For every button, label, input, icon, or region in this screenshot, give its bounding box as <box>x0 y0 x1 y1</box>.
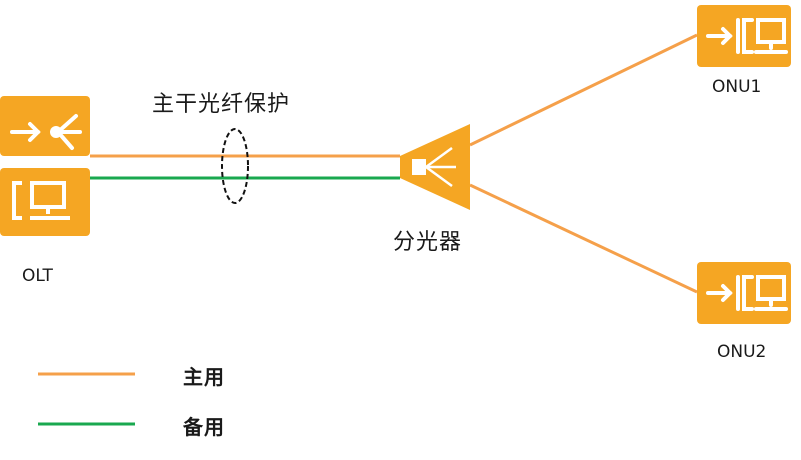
splitter-to-onu2-link <box>469 183 698 294</box>
splitter-to-onu1-link <box>469 33 698 147</box>
splitter-label: 分光器 <box>393 230 463 255</box>
olt-label: OLT <box>22 266 53 286</box>
legend-primary-label: 主用 <box>183 365 225 389</box>
onu2-label: ONU2 <box>717 342 767 362</box>
onu1-label: ONU1 <box>712 77 762 97</box>
olt-device-icon <box>0 96 90 236</box>
onu2-device-icon <box>697 262 791 324</box>
optical-splitter-icon <box>400 124 470 210</box>
trunk-protection-label: 主干光纤保护 <box>152 92 291 117</box>
onu1-device-icon <box>697 5 791 67</box>
trunk-protection-ring <box>221 128 249 204</box>
legend-backup-label: 备用 <box>183 415 225 439</box>
